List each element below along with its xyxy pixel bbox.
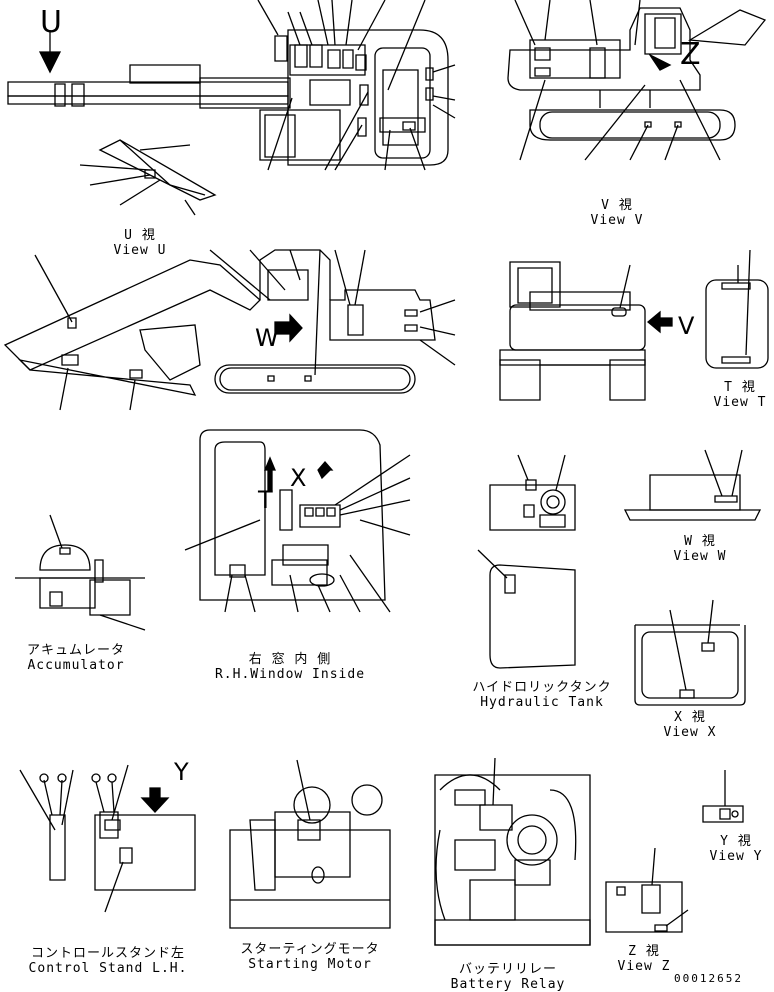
battery-relay	[435, 758, 590, 945]
view-y	[703, 770, 743, 822]
starting-motor	[230, 760, 390, 928]
caption-view-y-jp: Y 視	[720, 834, 752, 849]
caption-view-t-jp: T 視	[724, 380, 756, 395]
machine-top-view	[8, 0, 455, 170]
view-z	[606, 848, 688, 932]
control-stand-lh	[20, 765, 195, 912]
rh-window-inside	[185, 430, 410, 612]
document-number: 00012652	[674, 972, 743, 985]
view-x	[635, 600, 745, 705]
caption-view-t-en: View T	[713, 395, 767, 410]
marker-z: Z	[680, 37, 701, 72]
caption-battery-relay-en: Battery Relay	[450, 977, 566, 992]
caption-view-w-en: View W	[673, 549, 727, 564]
marker-v: V	[678, 312, 695, 340]
marker-x: X	[290, 464, 307, 492]
caption-rh-window-jp: 右 窓 内 側	[248, 652, 332, 667]
caption-starting-motor: スターティングモータ Starting Motor	[240, 942, 379, 972]
caption-hydraulic-tank-jp: ハイドロリックタンク	[472, 680, 612, 695]
caption-view-z-en: View Z	[617, 959, 671, 974]
caption-view-v-en: View V	[590, 213, 644, 228]
caption-view-y-en: View Y	[709, 849, 763, 864]
caption-control-stand-en: Control Stand L.H.	[28, 961, 188, 976]
caption-view-y: Y 視 View Y	[710, 834, 763, 864]
caption-hydraulic-tank: ハイドロリックタンク Hydraulic Tank	[472, 680, 611, 710]
caption-view-x-jp: X 視	[674, 710, 706, 725]
view-t	[706, 250, 768, 368]
caption-view-w: W 視 View W	[674, 534, 727, 564]
component-detail-w	[490, 455, 575, 530]
machine-side-view-main	[5, 250, 455, 410]
caption-view-w-jp: W 視	[684, 534, 716, 549]
caption-hydraulic-tank-en: Hydraulic Tank	[480, 695, 604, 710]
caption-view-u-en: View U	[113, 243, 167, 258]
marker-t: T	[258, 486, 273, 514]
caption-view-z: Z 視 View Z	[618, 944, 671, 974]
caption-view-x: X 視 View X	[664, 710, 717, 740]
caption-battery-relay-jp: バッテリリレー	[458, 962, 557, 977]
caption-control-stand: コントロールスタンド左 Control Stand L.H.	[29, 946, 188, 976]
caption-accumulator: アキュムレータ Accumulator	[27, 643, 125, 673]
marker-w: W	[255, 324, 279, 352]
caption-accumulator-jp: アキュムレータ	[26, 643, 126, 658]
caption-view-t: T 視 View T	[714, 380, 767, 410]
bucket-detail-u	[80, 140, 215, 215]
caption-starting-motor-en: Starting Motor	[248, 957, 372, 972]
caption-view-z-jp: Z 視	[628, 944, 660, 959]
view-w	[625, 450, 760, 520]
hydraulic-tank	[478, 550, 575, 668]
caption-control-stand-jp: コントロールスタンド左	[30, 946, 186, 961]
caption-view-u-jp: U 視	[124, 228, 156, 243]
marker-y: Y	[174, 758, 189, 786]
caption-rh-window-en: R.H.Window Inside	[214, 667, 366, 682]
accumulator-detail	[15, 515, 145, 630]
caption-view-v: V 視 View V	[591, 198, 644, 228]
caption-view-x-en: View X	[663, 725, 717, 740]
machine-side-view-upper	[508, 0, 765, 160]
caption-battery-relay: バッテリリレー Battery Relay	[451, 962, 566, 992]
caption-view-u: U 視 View U	[114, 228, 167, 258]
view-u-arrow	[40, 30, 60, 72]
caption-starting-motor-jp: スターティングモータ	[240, 942, 380, 957]
caption-view-v-jp: V 視	[601, 198, 633, 213]
machine-front-view	[500, 262, 672, 400]
caption-rh-window: 右 窓 内 側 R.H.Window Inside	[215, 652, 365, 682]
marker-u: U	[40, 5, 62, 40]
caption-accumulator-en: Accumulator	[27, 658, 125, 673]
